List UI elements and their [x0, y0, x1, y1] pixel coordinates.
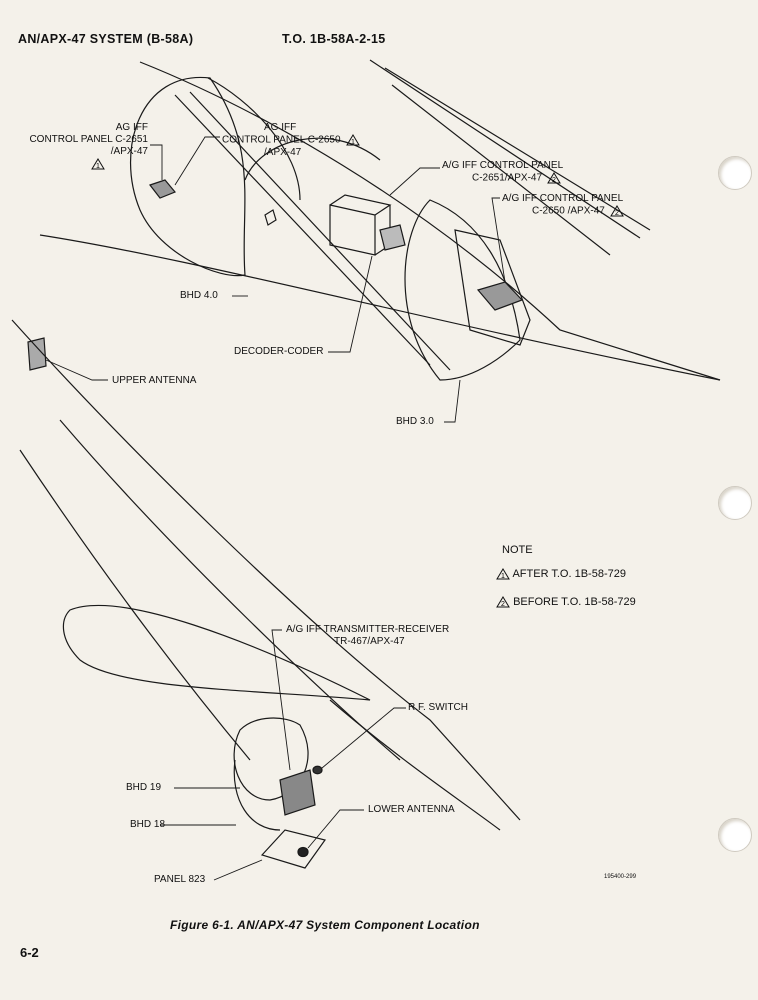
label-line: TR-467/APX-47 [334, 636, 405, 647]
fuselage-upper-line [139, 61, 721, 381]
label-transmitter-receiver: A/G IFF TRANSMITTER-RECEIVER TR-467/APX-… [286, 624, 449, 648]
label-line: AG IFF [264, 122, 297, 133]
figure-id: 195400-299 [604, 874, 637, 880]
lower-antenna-stub [297, 846, 309, 858]
svg-text:1: 1 [501, 573, 505, 580]
lower-fuselage-line [329, 699, 501, 831]
decoder-coder-front [379, 224, 406, 251]
label-line: A/G IFF CONTROL PANEL [502, 193, 624, 204]
page-number: 6-2 [20, 945, 39, 960]
header-system-title: AN/APX-47 SYSTEM (B-58A) [18, 32, 194, 46]
engine-pod [62, 604, 371, 701]
header-tech-order: T.O. 1B-58A-2-15 [282, 32, 386, 46]
label-upper-antenna: UPPER ANTENNA [112, 375, 197, 386]
bhd-4-front-ring [207, 77, 301, 201]
punch-hole [718, 818, 752, 852]
label-bhd-19: BHD 19 [126, 782, 162, 793]
upper-antenna-mount [27, 337, 47, 371]
fuselage-aft-edge [59, 419, 401, 761]
panel-823 [260, 829, 327, 869]
left-control-panel-unit [149, 179, 176, 199]
label-rf-switch: R.F. SWITCH [408, 702, 468, 713]
label-ag-iff-control-panel-c2651-right: A/G IFF CONTROL PANEL C-2651/APX-47 2 [442, 160, 563, 185]
label-line: CONTROL PANEL C-2650 1 [222, 134, 361, 147]
label-panel-823: PANEL 823 [154, 874, 206, 885]
label-decoder-coder: DECODER-CODER [234, 346, 324, 357]
label-bhd-3: BHD 3.0 [396, 416, 434, 427]
revision-1-icon: 1 [18, 158, 148, 174]
label-line: CONTROL PANEL C-2651 [29, 134, 148, 145]
figure-caption: Figure 6-1. AN/APX-47 System Component L… [170, 918, 480, 932]
label-ag-iff-control-panel-c2651-left: AG IFF CONTROL PANEL C-2651 /APX-47 1 [18, 122, 148, 174]
fuselage-lower-line [39, 234, 721, 381]
canopy-lines [174, 91, 451, 371]
label-line: AG IFF [115, 122, 148, 133]
label-line: A/G IFF TRANSMITTER-RECEIVER [286, 624, 450, 635]
label-line: A/G IFF CONTROL PANEL [442, 160, 564, 171]
bhd-3-bulkhead [404, 199, 521, 381]
label-ag-iff-control-panel-c2650-right: A/G IFF CONTROL PANEL C-2650 /APX-47 2 [502, 193, 624, 218]
wing-lower-edge [19, 449, 251, 761]
note-after: 1 AFTER T.O. 1B-58-729 [496, 568, 626, 580]
revision-1-icon: 1 [496, 568, 510, 580]
label-ag-iff-control-panel-c2650-left: AG IFF CONTROL PANEL C-2650 1 /APX-47 [222, 122, 361, 159]
right-cockpit-console [454, 229, 531, 346]
mid-fuselage-curve [244, 137, 381, 181]
bhd-18-arc [233, 759, 281, 831]
label-line: C-2650 /APX-47 2 [502, 205, 624, 218]
decoder-coder-box [329, 194, 392, 256]
revision-2-icon: 2 [609, 205, 624, 217]
svg-text:2: 2 [552, 177, 556, 184]
note-title: NOTE [502, 544, 533, 556]
revision-1-icon: 1 [346, 134, 361, 146]
revision-2-icon: 2 [496, 596, 510, 608]
revision-2-icon: 2 [546, 172, 561, 184]
wing-upper-edge [11, 319, 521, 821]
note-before: 2 BEFORE T.O. 1B-58-729 [496, 596, 636, 608]
svg-text:2: 2 [615, 210, 619, 217]
label-line: /APX-47 [264, 146, 302, 158]
svg-text:1: 1 [96, 163, 100, 170]
rf-switch-knob [312, 765, 323, 775]
note-before-text: BEFORE T.O. 1B-58-729 [513, 596, 636, 608]
right-control-panel-unit [476, 281, 524, 311]
note-after-text: AFTER T.O. 1B-58-729 [512, 568, 626, 580]
leader-lines [45, 136, 506, 881]
transmitter-receiver-box [279, 769, 316, 816]
label-lower-antenna: LOWER ANTENNA [368, 804, 455, 815]
svg-text:1: 1 [351, 139, 355, 146]
fuselage-nose-lines [369, 59, 651, 256]
bhd-4-bulkhead [129, 76, 246, 277]
svg-text:2: 2 [501, 601, 505, 608]
punch-hole [718, 486, 752, 520]
label-bhd-4: BHD 4.0 [180, 290, 218, 301]
label-line: C-2651/APX-47 2 [442, 172, 563, 185]
label-bhd-18: BHD 18 [130, 819, 166, 830]
side-window [264, 209, 277, 226]
punch-hole [718, 156, 752, 190]
label-line: /APX-47 [110, 146, 148, 157]
